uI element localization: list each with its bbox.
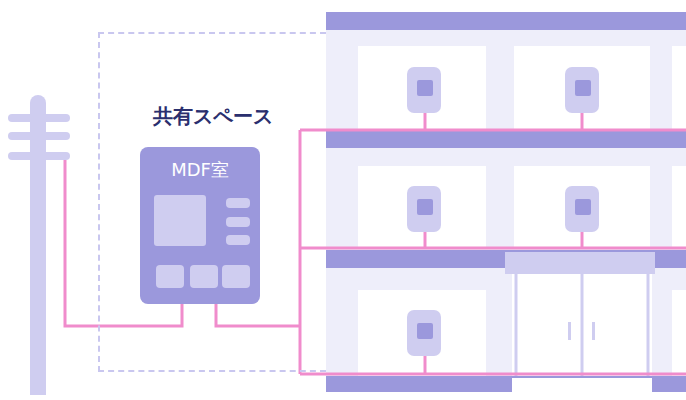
utility-pole — [8, 95, 70, 395]
mdf-room-box: MDF室 — [140, 147, 260, 304]
wiring — [65, 95, 686, 374]
wall-outlet — [407, 67, 599, 356]
region-label: 共有スペース — [100, 104, 326, 128]
shared-space-region: 共有スペース MDF室 — [98, 32, 326, 372]
room-label: MDF室 — [140, 159, 260, 181]
building — [326, 12, 686, 392]
